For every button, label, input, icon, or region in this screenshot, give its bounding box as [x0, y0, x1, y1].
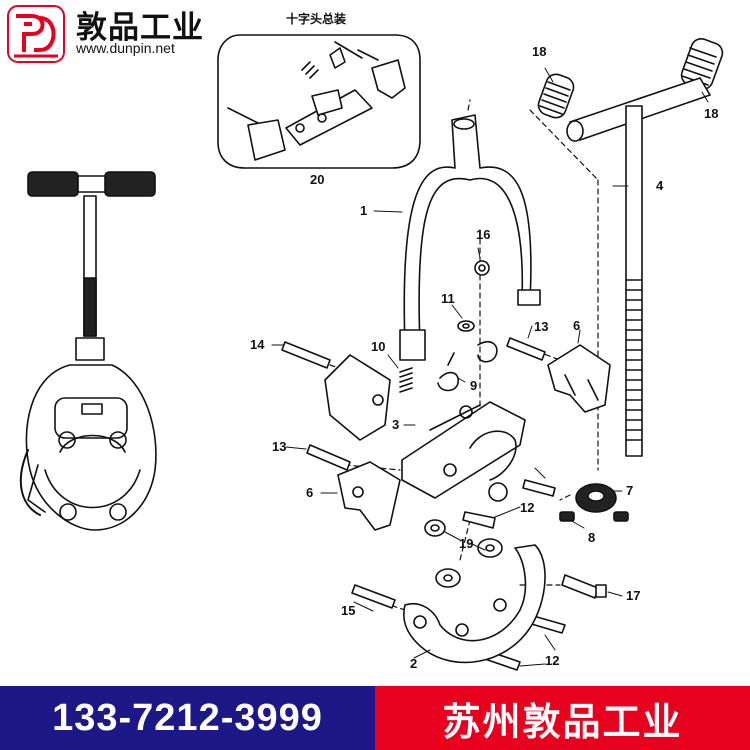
part-4-handle-screw — [566, 77, 711, 457]
part-7-cutter-wheel — [575, 483, 617, 513]
part-label-3: 3 — [392, 417, 399, 432]
subassembly-title: 十字头总装 — [286, 11, 346, 26]
part-2-lower-jaw — [403, 544, 546, 664]
part-10-spring — [399, 367, 413, 393]
part-label-11: 11 — [441, 291, 455, 306]
part-label-4: 4 — [656, 178, 664, 193]
part-1-frame — [399, 114, 541, 361]
part-12-bolt-a — [522, 479, 556, 497]
part-label-13a: 13 — [534, 319, 548, 334]
part-label-1: 1 — [360, 203, 367, 218]
part-14-pin — [281, 341, 331, 369]
brand-url: www.dunpin.net — [76, 40, 175, 56]
part-label-10: 10 — [371, 339, 385, 354]
part-12-bolt-b — [462, 511, 496, 529]
part-15-pin — [351, 584, 396, 609]
assembled-cutter-illustration — [19, 171, 157, 531]
part-label-2: 2 — [410, 656, 417, 671]
part-label-18b: 18 — [704, 106, 718, 121]
part-label-13b: 13 — [272, 439, 286, 454]
part-label-14: 14 — [250, 337, 265, 352]
part-label-9: 9 — [470, 378, 477, 393]
part-label-7: 7 — [626, 483, 633, 498]
part-16-nut — [474, 260, 490, 276]
part-label-6b: 6 — [306, 485, 313, 500]
phone-number: 133-7212-3999 — [0, 686, 375, 750]
part-3-crosshead — [401, 401, 526, 502]
part-6-holder-left-upper — [324, 354, 391, 441]
part-9-torsion-spring — [437, 340, 498, 392]
brand-name: 敦品工业 — [76, 10, 204, 46]
part-label-20: 20 — [310, 172, 324, 187]
part-18-grip-left — [537, 73, 575, 119]
part-label-8: 8 — [588, 530, 595, 545]
brand-header: 敦品工业 www.dunpin.net — [0, 0, 215, 70]
part-11-washer — [457, 320, 475, 332]
part-label-12b: 12 — [545, 653, 559, 668]
part-17-bolt — [561, 574, 607, 599]
part-8-screws — [559, 511, 629, 522]
company-name: 苏州敦品工业 — [375, 686, 750, 750]
part-label-6a: 6 — [573, 318, 580, 333]
part-19-rollers — [424, 519, 503, 588]
part-13-pin-upper — [506, 337, 546, 361]
part-label-12a: 12 — [520, 500, 534, 515]
part-label-17: 17 — [626, 588, 640, 603]
part-label-15: 15 — [341, 603, 355, 618]
contact-banner: 133-7212-3999 苏州敦品工业 — [0, 686, 750, 750]
part-6-holder-left-lower — [337, 461, 401, 531]
part-label-18a: 18 — [532, 44, 546, 59]
dp-logo-icon — [7, 5, 65, 63]
label-leader-lines — [271, 67, 709, 667]
part-6-holder-right — [547, 344, 611, 413]
part-13-pin-lower — [306, 444, 351, 471]
subassembly-inset — [217, 34, 421, 169]
part-label-16: 16 — [476, 227, 490, 242]
part-label-19: 19 — [459, 536, 473, 551]
